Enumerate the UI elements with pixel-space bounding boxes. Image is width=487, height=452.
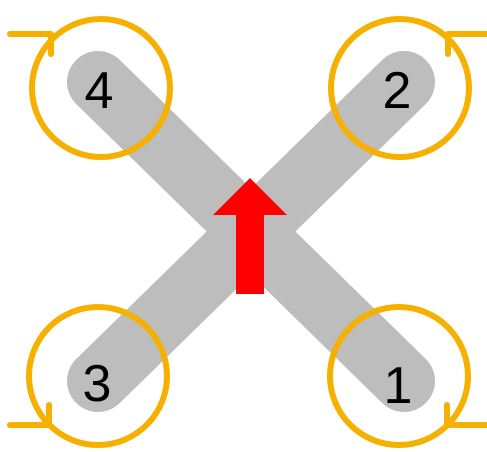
motor-3-label: 3 [83, 355, 112, 413]
motor-1-label: 1 [384, 357, 413, 415]
motor-4-label: 4 [85, 62, 114, 120]
motor-2-label: 2 [383, 62, 412, 120]
